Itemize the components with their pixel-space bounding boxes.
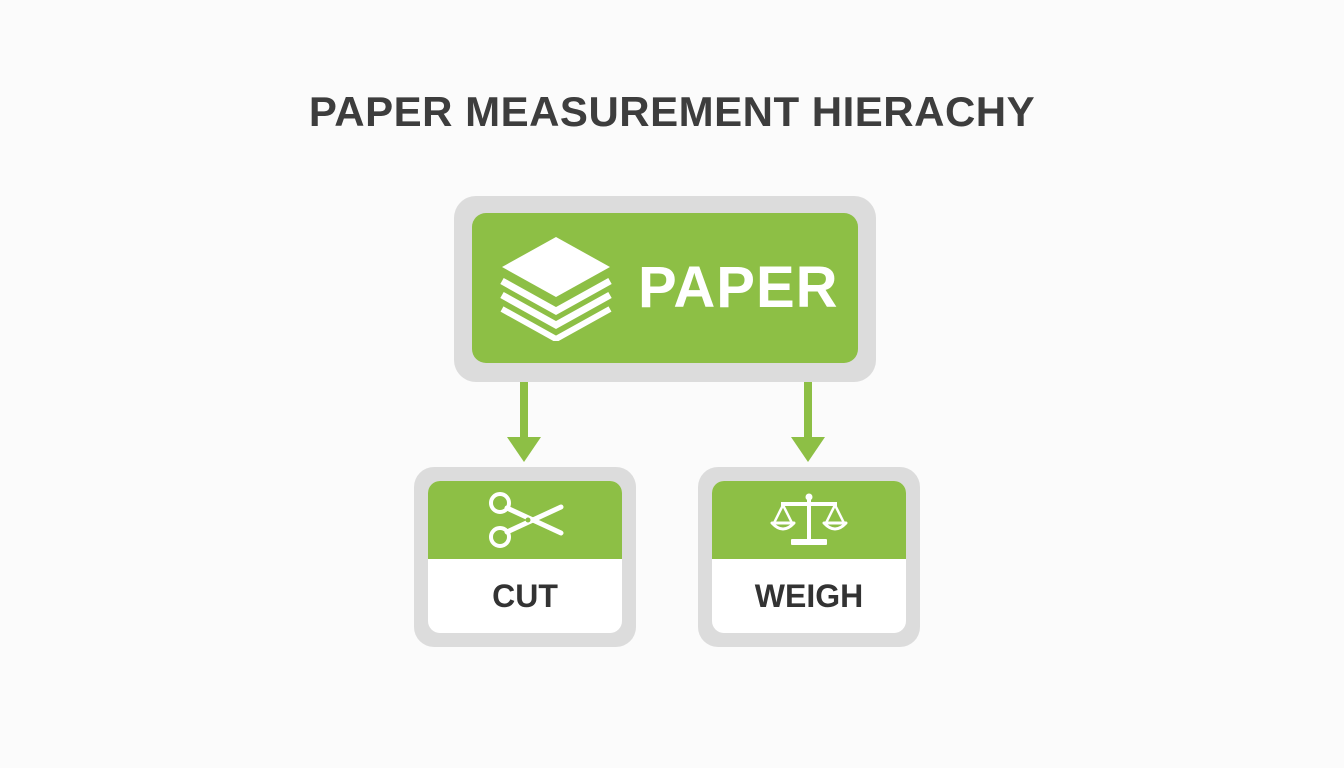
child-node-weigh: WEIGH [698,467,920,647]
scissors-icon [489,492,564,548]
child-node-cut: CUT [414,467,636,647]
arrow-to-cut [507,382,541,462]
root-node: PAPER [454,196,876,382]
diagram-title: PAPER MEASUREMENT HIERACHY [308,88,1036,135]
arrow-to-weigh [791,382,825,462]
child-node-cut-body: CUT [428,481,622,633]
child-label-weigh: WEIGH [754,578,864,614]
root-node-body: PAPER [472,213,858,363]
child-node-cut-header [428,481,622,559]
child-label-cut: CUT [492,578,558,614]
child-node-weigh-header [712,481,906,559]
root-node-label: PAPER [638,255,839,320]
balance-scale-icon [770,493,848,545]
paper-stack-icon [500,237,612,341]
child-node-weigh-body: WEIGH [712,481,906,633]
